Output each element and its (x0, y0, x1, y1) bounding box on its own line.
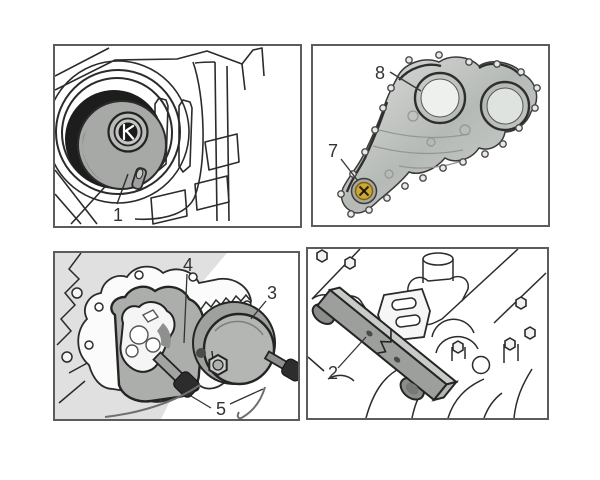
callout-5: 5 (216, 399, 226, 419)
camshaft-locking-bar-illustration: 2 (308, 249, 547, 418)
seal-tab (131, 167, 148, 190)
callout-7: 7 (328, 141, 338, 161)
panel-crankshaft-seal-tool: 1 (53, 44, 302, 228)
cover-ribs (372, 110, 471, 179)
cam-holder-tool-3 (192, 301, 298, 386)
bracket-slot-1 (391, 297, 417, 311)
cylinder-head-outline (308, 249, 547, 418)
callout-4: 4 (183, 255, 193, 275)
wire-hooks (104, 384, 266, 419)
callout-7-leader (340, 158, 359, 182)
oil-plug-gold (350, 177, 378, 205)
cam-bore-opening-right (486, 87, 524, 125)
callout-8: 8 (375, 63, 385, 83)
panel-timing-chain-cover: 8 7 (311, 44, 550, 227)
seal-installer-disc (77, 100, 167, 190)
callout-3-leader (250, 300, 267, 320)
callout-2: 2 (328, 363, 338, 383)
callout-3: 3 (267, 283, 277, 303)
timing-chain-cover-photo: 8 7 (328, 51, 541, 218)
sprocket-teeth (200, 293, 251, 310)
bolt-holes (337, 51, 541, 218)
callout-2-leader (337, 336, 367, 369)
tool-4-t-knob (152, 351, 200, 398)
engine-edge-detail (56, 253, 92, 404)
tool-3-knob (263, 350, 298, 382)
callout-5-leader (190, 388, 264, 409)
sprocket-tools-illustration: 4 3 5 (55, 253, 298, 419)
callout-8-leader (389, 71, 422, 92)
cover-body (340, 56, 538, 214)
callout-1-leader (116, 173, 129, 205)
crankshaft-seal-tool-illustration: 1 (55, 47, 265, 225)
hub-logo-mark (122, 123, 135, 141)
cam-bore-opening-left (420, 78, 460, 118)
panel-sprocket-holding-tools: 4 3 5 (53, 251, 300, 421)
head-bolts (316, 249, 536, 354)
callout-4-leader (183, 273, 188, 344)
camshaft-locking-tool (311, 286, 459, 402)
panel-camshaft-locking-bar: 2 (306, 247, 549, 420)
callout-1: 1 (113, 205, 123, 225)
bracket-slot-2 (395, 314, 421, 328)
